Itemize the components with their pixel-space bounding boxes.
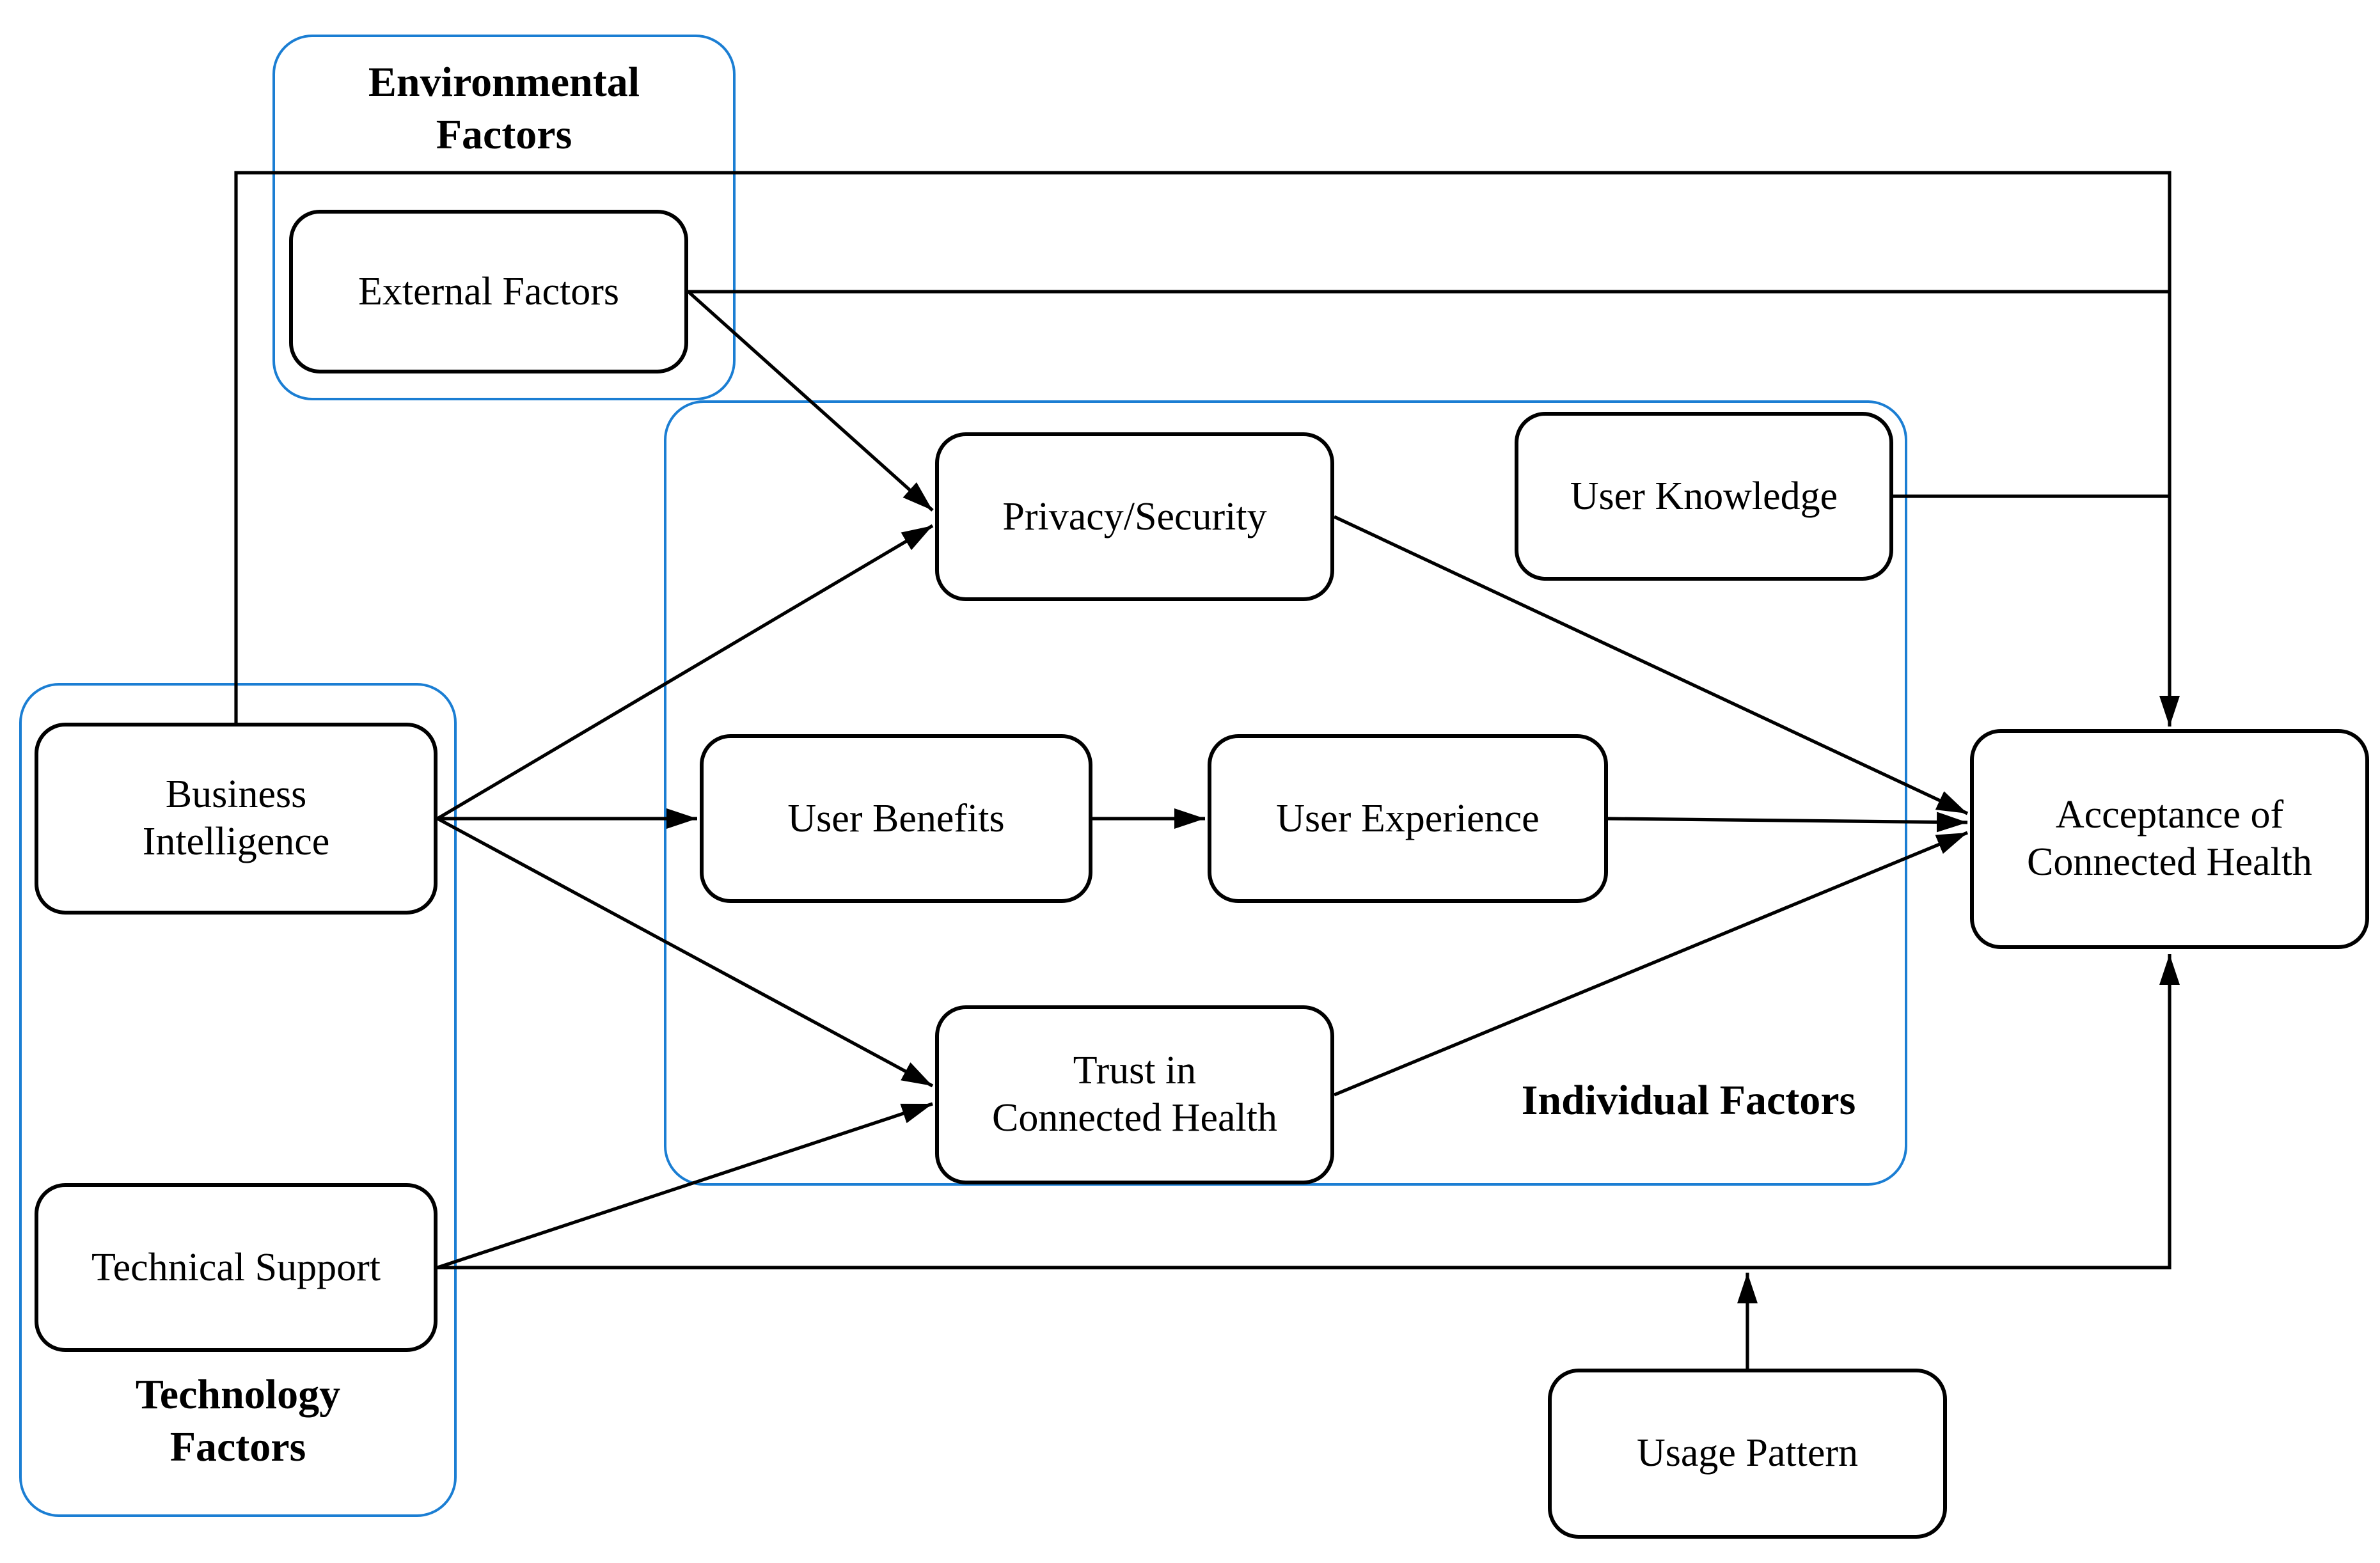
node-trust-in-connected-health-label: Trust in Connected Health <box>992 1048 1277 1140</box>
node-trust-in-connected-health: Trust in Connected Health <box>935 1005 1334 1184</box>
node-user-knowledge-label: User Knowledge <box>1570 473 1838 518</box>
container-environmental-factors <box>272 35 736 400</box>
edge-technical-support-to-acceptance-bottom <box>437 954 2180 1269</box>
edge-trust-to-acceptance <box>1334 831 1968 1097</box>
node-user-benefits: User Benefits <box>700 734 1092 903</box>
node-user-experience: User Experience <box>1208 734 1608 903</box>
edge-business-intelligence-to-privacy-security <box>436 524 934 821</box>
edge-business-intelligence-to-acceptance <box>234 171 2180 727</box>
node-external-factors: External Factors <box>289 210 688 373</box>
edge-privacy-security-to-acceptance <box>1333 515 1969 815</box>
node-user-experience-label: User Experience <box>1276 795 1540 840</box>
environmental-factors-label: Environmental Factors <box>368 59 640 159</box>
node-user-benefits-label: User Benefits <box>787 795 1005 840</box>
edge-user-experience-to-acceptance <box>1607 812 1968 833</box>
individual-factors-label: Individual Factors <box>1521 1078 1856 1125</box>
node-technical-support-label: Technical Support <box>91 1244 381 1289</box>
edge-external-factors-to-privacy-security <box>687 290 934 512</box>
container-technology-factors <box>19 683 457 1517</box>
node-usage-pattern-label: Usage Pattern <box>1636 1430 1859 1475</box>
node-business-intelligence-label: Business Intelligence <box>142 771 330 863</box>
node-privacy-security-label: Privacy/Security <box>1002 493 1267 538</box>
container-individual-factors <box>664 400 1907 1186</box>
node-privacy-security: Privacy/Security <box>935 432 1334 601</box>
technology-factors-label: Technology Factors <box>135 1372 341 1472</box>
node-external-factors-label: External Factors <box>358 268 619 313</box>
node-acceptance-of-connected-health-label: Acceptance of Connected Health <box>2027 792 2312 884</box>
node-business-intelligence: Business Intelligence <box>35 723 437 915</box>
edge-technical-support-to-trust <box>437 1102 933 1269</box>
node-technical-support: Technical Support <box>35 1183 437 1352</box>
node-user-knowledge: User Knowledge <box>1515 412 1893 581</box>
node-acceptance-of-connected-health: Acceptance of Connected Health <box>1970 729 2369 949</box>
edge-business-intelligence-to-trust <box>436 817 934 1088</box>
node-usage-pattern: Usage Pattern <box>1548 1369 1947 1539</box>
